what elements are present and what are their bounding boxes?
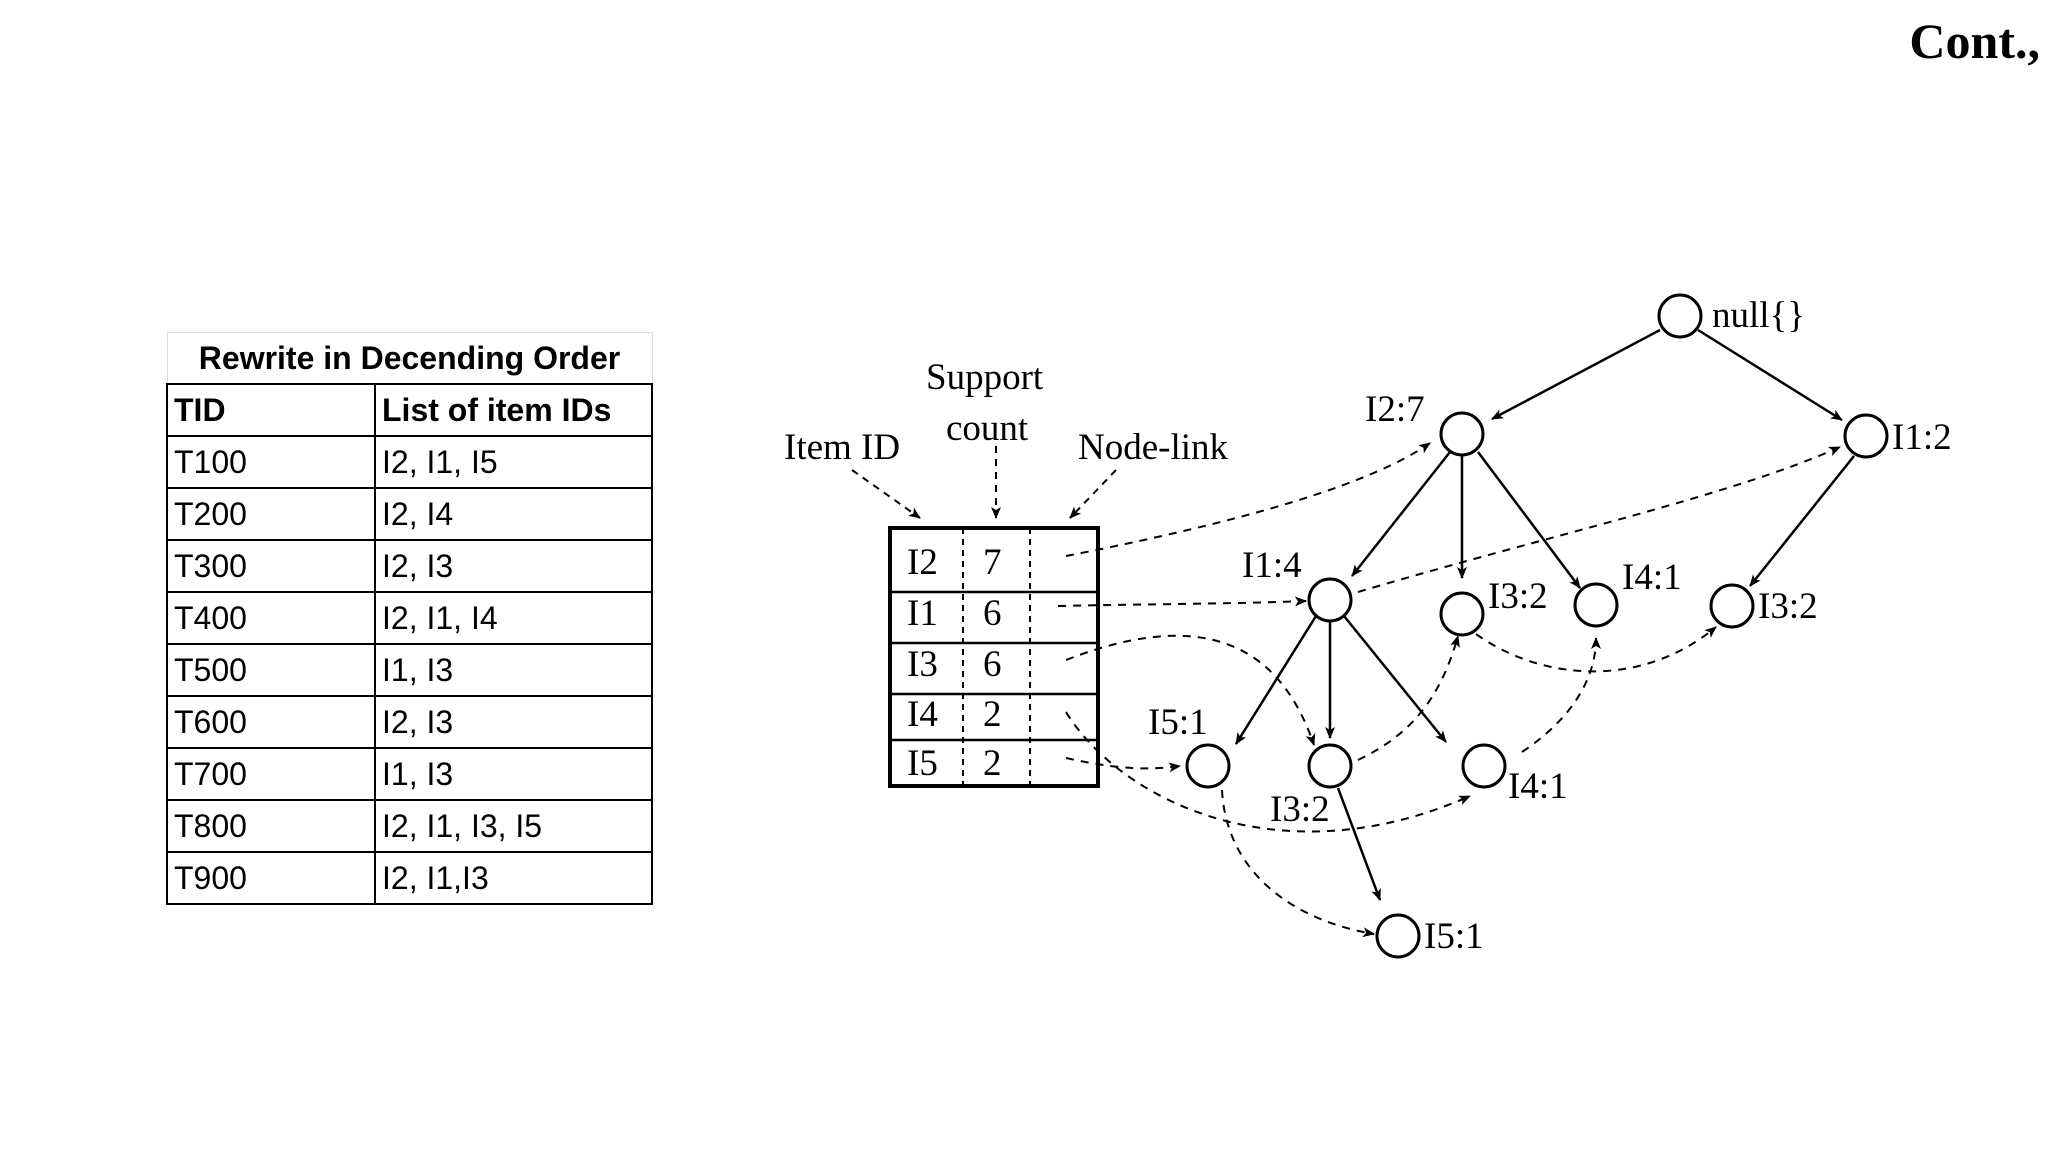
- tid-cell: T200: [166, 487, 376, 541]
- link-i5-b: [1221, 789, 1375, 938]
- label-count: count: [946, 408, 1029, 449]
- item-id-pointer: [851, 469, 921, 519]
- node-label-i3-2-c: I3:2: [1270, 789, 1330, 830]
- tid-cell: T100: [166, 435, 376, 489]
- label-node-link: Node-link: [1078, 427, 1229, 468]
- tid-cell: T800: [166, 799, 376, 853]
- tid-cell: T400: [166, 591, 376, 645]
- link-i3-c: [1475, 626, 1717, 673]
- label-item-id: Item ID: [784, 427, 900, 468]
- edge-i3-i5: [1336, 787, 1382, 901]
- node-label-i3-2-a: I3:2: [1488, 576, 1548, 617]
- link-i4-a: [1065, 711, 1471, 833]
- header-count-i2: 7: [983, 542, 1002, 583]
- label-support: Support: [926, 357, 1044, 398]
- node-i3-2-a: [1439, 591, 1485, 637]
- node-link-pointer: [1069, 469, 1117, 519]
- node-i1-4: [1307, 577, 1353, 623]
- link-i1-b: [1357, 446, 1841, 593]
- table-heading: Rewrite in Decending Order: [166, 332, 653, 385]
- transaction-table: Rewrite in Decending Order TID List of i…: [166, 332, 653, 905]
- items-cell: I2, I4: [374, 487, 653, 541]
- edge-i2-i1: [1351, 451, 1451, 577]
- tid-cell: T700: [166, 747, 376, 801]
- node-i4-1-a: [1573, 582, 1619, 628]
- edge-i1-i3: [1749, 455, 1855, 587]
- header-item-i5: I5: [907, 743, 938, 784]
- node-label-i1-4: I1:4: [1242, 545, 1302, 586]
- header-item-i3: I3: [907, 644, 938, 685]
- header-item-i1: I1: [907, 593, 938, 634]
- link-i3-b: [1357, 635, 1460, 761]
- header-count-i5: 2: [983, 743, 1002, 784]
- tid-cell: T300: [166, 539, 376, 593]
- node-label-i1-2: I1:2: [1892, 417, 1952, 458]
- node-label-i5-1-b: I5:1: [1424, 916, 1484, 957]
- edge-i2-i4: [1477, 451, 1581, 589]
- header-table: [888, 526, 1100, 788]
- items-cell: I2, I1, I3, I5: [374, 799, 653, 853]
- node-label-i4-1-b: I4:1: [1508, 766, 1568, 807]
- node-i5-1-a: [1185, 743, 1231, 789]
- header-count-i1: 6: [983, 593, 1002, 634]
- link-i1-a: [1057, 596, 1307, 607]
- link-i5-a: [1065, 757, 1181, 773]
- items-cell: I1, I3: [374, 747, 653, 801]
- items-cell: I2, I1,I3: [374, 851, 653, 905]
- tid-cell: T500: [166, 643, 376, 697]
- node-label-i3-2-b: I3:2: [1758, 586, 1818, 627]
- items-cell: I2, I3: [374, 539, 653, 593]
- edge-root-i2: [1491, 328, 1661, 421]
- items-cell: I2, I3: [374, 695, 653, 749]
- items-cell: I2, I1, I4: [374, 591, 653, 645]
- node-i3-2-c: [1307, 743, 1353, 789]
- tid-cell: T900: [166, 851, 376, 905]
- node-label-i4-1-a: I4:1: [1622, 557, 1682, 598]
- header-count-i3: 6: [983, 644, 1002, 685]
- header-item-i2: I2: [907, 542, 938, 583]
- node-label-i5-1-a: I5:1: [1148, 702, 1208, 743]
- link-i2: [1065, 442, 1431, 557]
- header-item-i4: I4: [907, 694, 938, 735]
- node-label-root: null{}: [1712, 295, 1805, 336]
- node-i5-1-b: [1375, 913, 1421, 959]
- slide-title: Cont.,: [1909, 13, 2040, 69]
- edge-i1-i5: [1234, 615, 1318, 745]
- header-count-i4: 2: [983, 694, 1002, 735]
- tid-cell: T600: [166, 695, 376, 749]
- column-header-items: List of item IDs: [374, 383, 653, 437]
- edge-root-i1: [1697, 328, 1843, 422]
- node-i1-2: [1843, 413, 1889, 459]
- edge-i1-i4-child: [1343, 615, 1447, 743]
- link-i4-b: [1521, 637, 1601, 753]
- node-root: [1657, 293, 1703, 339]
- node-label-i2-7: I2:7: [1365, 389, 1425, 430]
- items-cell: I2, I1, I5: [374, 435, 653, 489]
- column-header-tid: TID: [166, 383, 376, 437]
- items-cell: I1, I3: [374, 643, 653, 697]
- node-i2-7: [1439, 411, 1485, 457]
- node-i3-2-b: [1709, 583, 1755, 629]
- node-i4-1-b: [1461, 743, 1507, 789]
